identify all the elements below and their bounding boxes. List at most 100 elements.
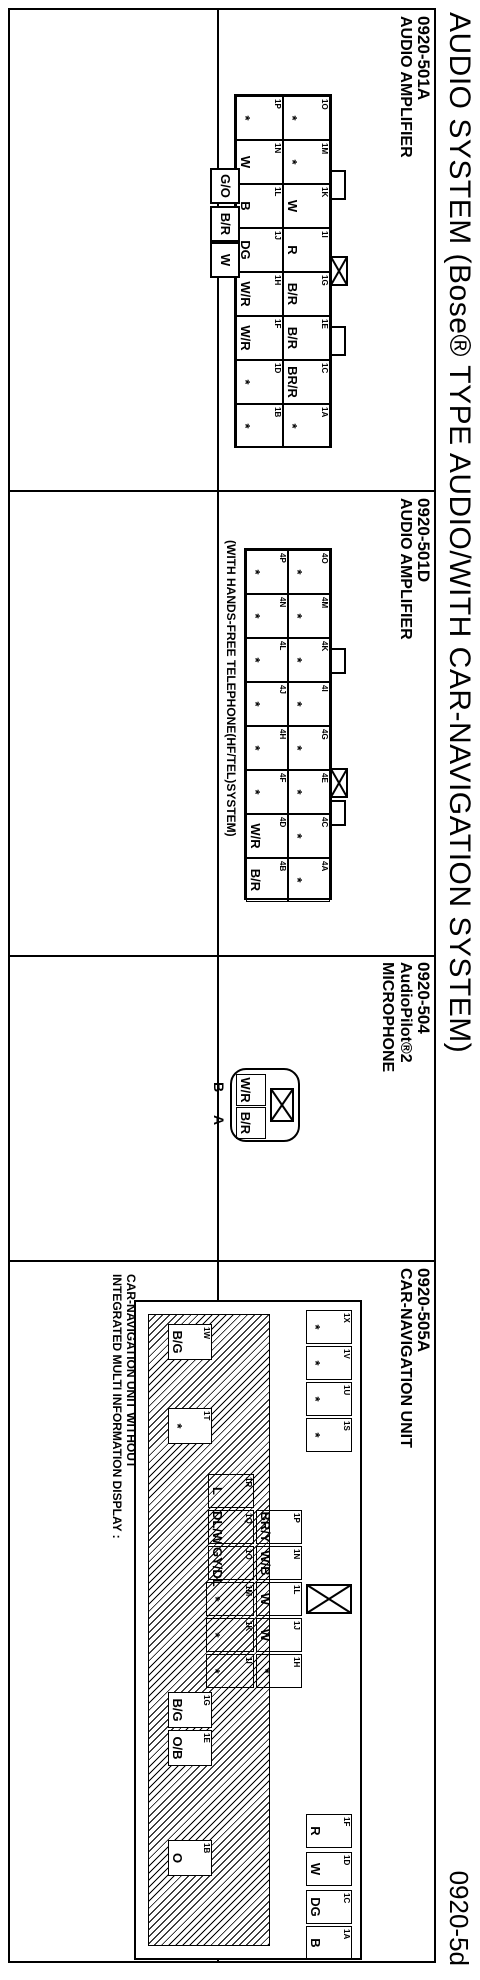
pin-cell: 4K * [288,638,330,682]
wire-color: W [258,1592,273,1606]
wire-color: GY/DL [210,1547,225,1587]
wire-color: * [290,789,305,795]
pin-cell: 4O* [288,550,330,594]
pin-number: 1P [292,1513,301,1523]
pin-number: 1D [273,363,282,374]
pin-number: 4K [320,641,329,652]
wire-color: * [248,745,263,751]
pin-number: 1E [202,1733,211,1743]
pin-cell: 1B* [236,404,283,448]
pin-number: 1V [342,1349,351,1359]
pin-number: 1N [292,1549,301,1560]
pin-cell: 4L* [246,638,288,682]
wire-color: W [285,199,300,213]
pin-number: 1X [342,1313,351,1323]
wire-color: B/R [285,282,300,306]
wire-color: B/G [170,1698,185,1722]
pin-cell: 1I * [206,1654,254,1688]
wire-color: * [308,1360,323,1366]
connector-code-501a: 0920-501A [414,16,433,101]
navigation-note-2: INTEGRATED MULTI INFORMATION DISPLAY : [110,1274,124,1539]
wire-color: * [248,569,263,575]
pin-cell: 1L B [236,184,283,228]
connector-latch [330,800,346,826]
pin-cell: 1H* [256,1654,302,1688]
wire-color: * [290,613,305,619]
pin-number: 4F [278,773,287,783]
alt-wire-color: G/O [210,168,240,204]
pin-cell: 1O* [283,96,330,140]
connector-name-504b: MICROPHONE [379,962,396,1073]
connector-name-504a: AudioPilot®2 [397,962,414,1063]
pin-number: 1W [202,1327,211,1339]
pin-label: A [211,1115,227,1126]
wire-color: * [308,1432,323,1438]
wire-color: * [290,701,305,707]
alt-wire-color: B/R [210,206,240,242]
pin-number: 4N [278,597,287,608]
pin-number: 1A [320,407,329,418]
connector-code-504: 0920-504 [414,962,433,1034]
wire-color: R [285,245,300,255]
pin-number: 1T [202,1411,211,1421]
wire-color: W [258,1628,273,1642]
pin-cell: W/R [236,1074,266,1106]
column-divider-1 [8,490,436,492]
wire-color: BR/Y [258,1511,273,1543]
pin-number: 4L [278,641,287,651]
wire-color: * [285,159,300,165]
pin-number: 1C [320,363,329,374]
connector-latch [330,648,346,674]
pin-number: 1H [273,275,282,286]
pin-cell: 1P BR/Y [256,1510,302,1544]
pin-number: 4C [320,817,329,828]
pin-number: 1A [342,1929,351,1940]
pin-number: 1I [244,1657,253,1664]
pin-cell: 1M* [206,1582,254,1616]
wire-color: B [238,201,253,211]
lock-mark [330,256,348,286]
wire-color: * [208,1668,223,1674]
pin-cell: 4I* [288,682,330,726]
wire-color: * [290,833,305,839]
wire-color: BR/R [285,366,300,398]
pin-cell: 4G* [288,726,330,770]
pin-cell: 1E O/B [168,1730,212,1766]
wire-color: DG [238,240,253,260]
wire-color: O/B [170,1736,185,1760]
wire-color: * [308,1396,323,1402]
pin-number: 1O [320,99,329,110]
alt-wire-color: W [210,242,240,278]
wire-color: * [238,115,253,121]
connector-name-501d: AUDIO AMPLIFIER [397,498,414,640]
pin-cell: 4C * [288,814,330,858]
column-divider-3 [8,1260,436,1262]
wire-color: W/R [238,325,253,351]
wire-color: * [208,1632,223,1638]
wire-color: * [290,657,305,663]
wire-color: * [208,1596,223,1602]
connector-name-501a: AUDIO AMPLIFIER [397,16,414,158]
wire-color: W [238,155,253,169]
wire-color: * [285,423,300,429]
wire-color: * [258,1668,273,1674]
wire-color: * [238,379,253,385]
pin-label: B [211,1082,227,1093]
wire-color: B/R [285,326,300,350]
pin-cell: 1S* [306,1418,352,1452]
pin-cell: 1A * [283,404,330,448]
pin-number: 1L [273,187,282,197]
